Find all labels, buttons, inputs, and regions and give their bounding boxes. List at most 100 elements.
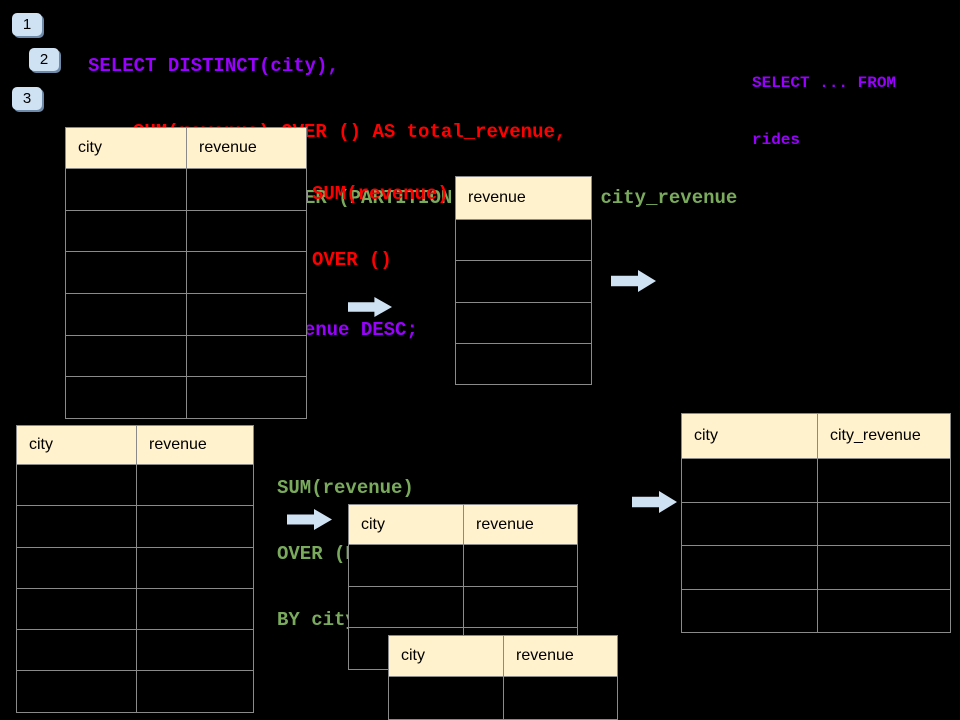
empty-cell	[817, 588, 951, 633]
empty-cell	[16, 505, 137, 548]
table-partition-front: city revenue	[388, 635, 618, 720]
empty-cell	[503, 676, 618, 720]
column-header-city: city	[681, 413, 818, 459]
step-badge-2: 2	[29, 48, 59, 71]
note-line-1: SELECT ... FROM	[752, 74, 897, 92]
annotation-line: SUM(revenue)	[277, 477, 414, 499]
annotation-over-total: SUM(revenue) OVER ()	[312, 139, 449, 315]
annotation-line: OVER ()	[312, 249, 392, 271]
empty-cell	[136, 505, 254, 548]
empty-cell	[136, 670, 254, 713]
table-row	[65, 209, 307, 253]
empty-cell	[136, 587, 254, 631]
empty-cell	[681, 588, 818, 633]
empty-cell	[455, 260, 592, 303]
right-arrow-icon	[287, 509, 332, 530]
table-row	[16, 670, 254, 713]
empty-cell	[16, 463, 137, 507]
empty-cell	[455, 301, 592, 344]
column-header-revenue: revenue	[186, 127, 307, 169]
column-header-city: city	[16, 425, 137, 465]
empty-cell	[817, 501, 951, 546]
table-rides-source-top: city revenue	[65, 127, 307, 420]
step-badge-3: 3	[12, 87, 42, 110]
empty-cell	[186, 209, 307, 253]
empty-cell	[817, 458, 951, 503]
empty-cell	[65, 209, 187, 253]
empty-cell	[16, 546, 137, 589]
table-row	[455, 301, 592, 344]
empty-cell	[681, 545, 818, 590]
table-row	[65, 293, 307, 336]
empty-cell	[16, 670, 137, 713]
table-row	[681, 458, 951, 503]
empty-cell	[186, 376, 307, 420]
empty-cell	[681, 458, 818, 503]
table-city-revenue-result: city city_revenue	[681, 413, 951, 633]
empty-cell	[455, 218, 592, 262]
column-header-revenue: revenue	[136, 425, 254, 465]
empty-cell	[65, 293, 187, 336]
table-row	[16, 629, 254, 672]
right-arrow-icon	[348, 297, 392, 317]
header-row: city revenue	[388, 635, 618, 677]
empty-cell	[681, 501, 818, 546]
table-row	[65, 376, 307, 420]
header-row: revenue	[455, 176, 592, 220]
table-rides-source-bottom: city revenue	[16, 425, 254, 713]
table-row	[65, 251, 307, 295]
table-total-revenue-result: revenue	[455, 176, 592, 386]
empty-cell	[388, 676, 504, 720]
empty-cell	[136, 629, 254, 672]
empty-cell	[348, 544, 464, 587]
empty-cell	[65, 376, 187, 420]
empty-cell	[463, 544, 578, 587]
empty-cell	[16, 629, 137, 672]
header-row: city revenue	[16, 425, 254, 465]
column-header-city: city	[348, 504, 464, 545]
empty-cell	[65, 334, 187, 378]
empty-cell	[186, 168, 307, 211]
sql-note-select-from: SELECT ... FROM rides	[752, 36, 896, 188]
column-header-city: city	[388, 635, 504, 677]
header-row: city revenue	[65, 127, 307, 169]
empty-cell	[136, 463, 254, 507]
column-header-revenue: revenue	[503, 635, 618, 677]
empty-cell	[65, 168, 187, 211]
sql-line-select: SELECT DISTINCT(city),	[88, 55, 339, 77]
table-row	[16, 505, 254, 548]
header-row: city revenue	[348, 504, 578, 545]
header-row: city city_revenue	[681, 413, 951, 459]
table-row	[348, 544, 578, 587]
annotation-line: SUM(revenue)	[312, 183, 449, 205]
note-line-2: rides	[752, 131, 801, 149]
table-row	[681, 501, 951, 546]
empty-cell	[136, 546, 254, 589]
empty-cell	[463, 585, 578, 629]
empty-cell	[186, 293, 307, 336]
table-row	[348, 585, 578, 629]
table-row	[455, 260, 592, 303]
right-arrow-icon	[632, 491, 677, 513]
empty-cell	[348, 585, 464, 629]
table-row	[455, 218, 592, 262]
column-header-city: city	[65, 127, 187, 169]
empty-cell	[16, 587, 137, 631]
empty-cell	[455, 342, 592, 386]
empty-cell	[65, 251, 187, 295]
table-row	[16, 546, 254, 589]
table-row	[681, 545, 951, 590]
column-header-revenue: revenue	[455, 176, 592, 220]
step-badge-1: 1	[12, 13, 42, 36]
table-row	[388, 676, 618, 720]
empty-cell	[186, 334, 307, 378]
table-row	[681, 588, 951, 633]
column-header-city-revenue: city_revenue	[817, 413, 951, 459]
table-row	[65, 334, 307, 378]
table-row	[16, 463, 254, 507]
table-row	[16, 587, 254, 631]
table-row	[65, 168, 307, 211]
empty-cell	[186, 251, 307, 295]
column-header-revenue: revenue	[463, 504, 578, 545]
